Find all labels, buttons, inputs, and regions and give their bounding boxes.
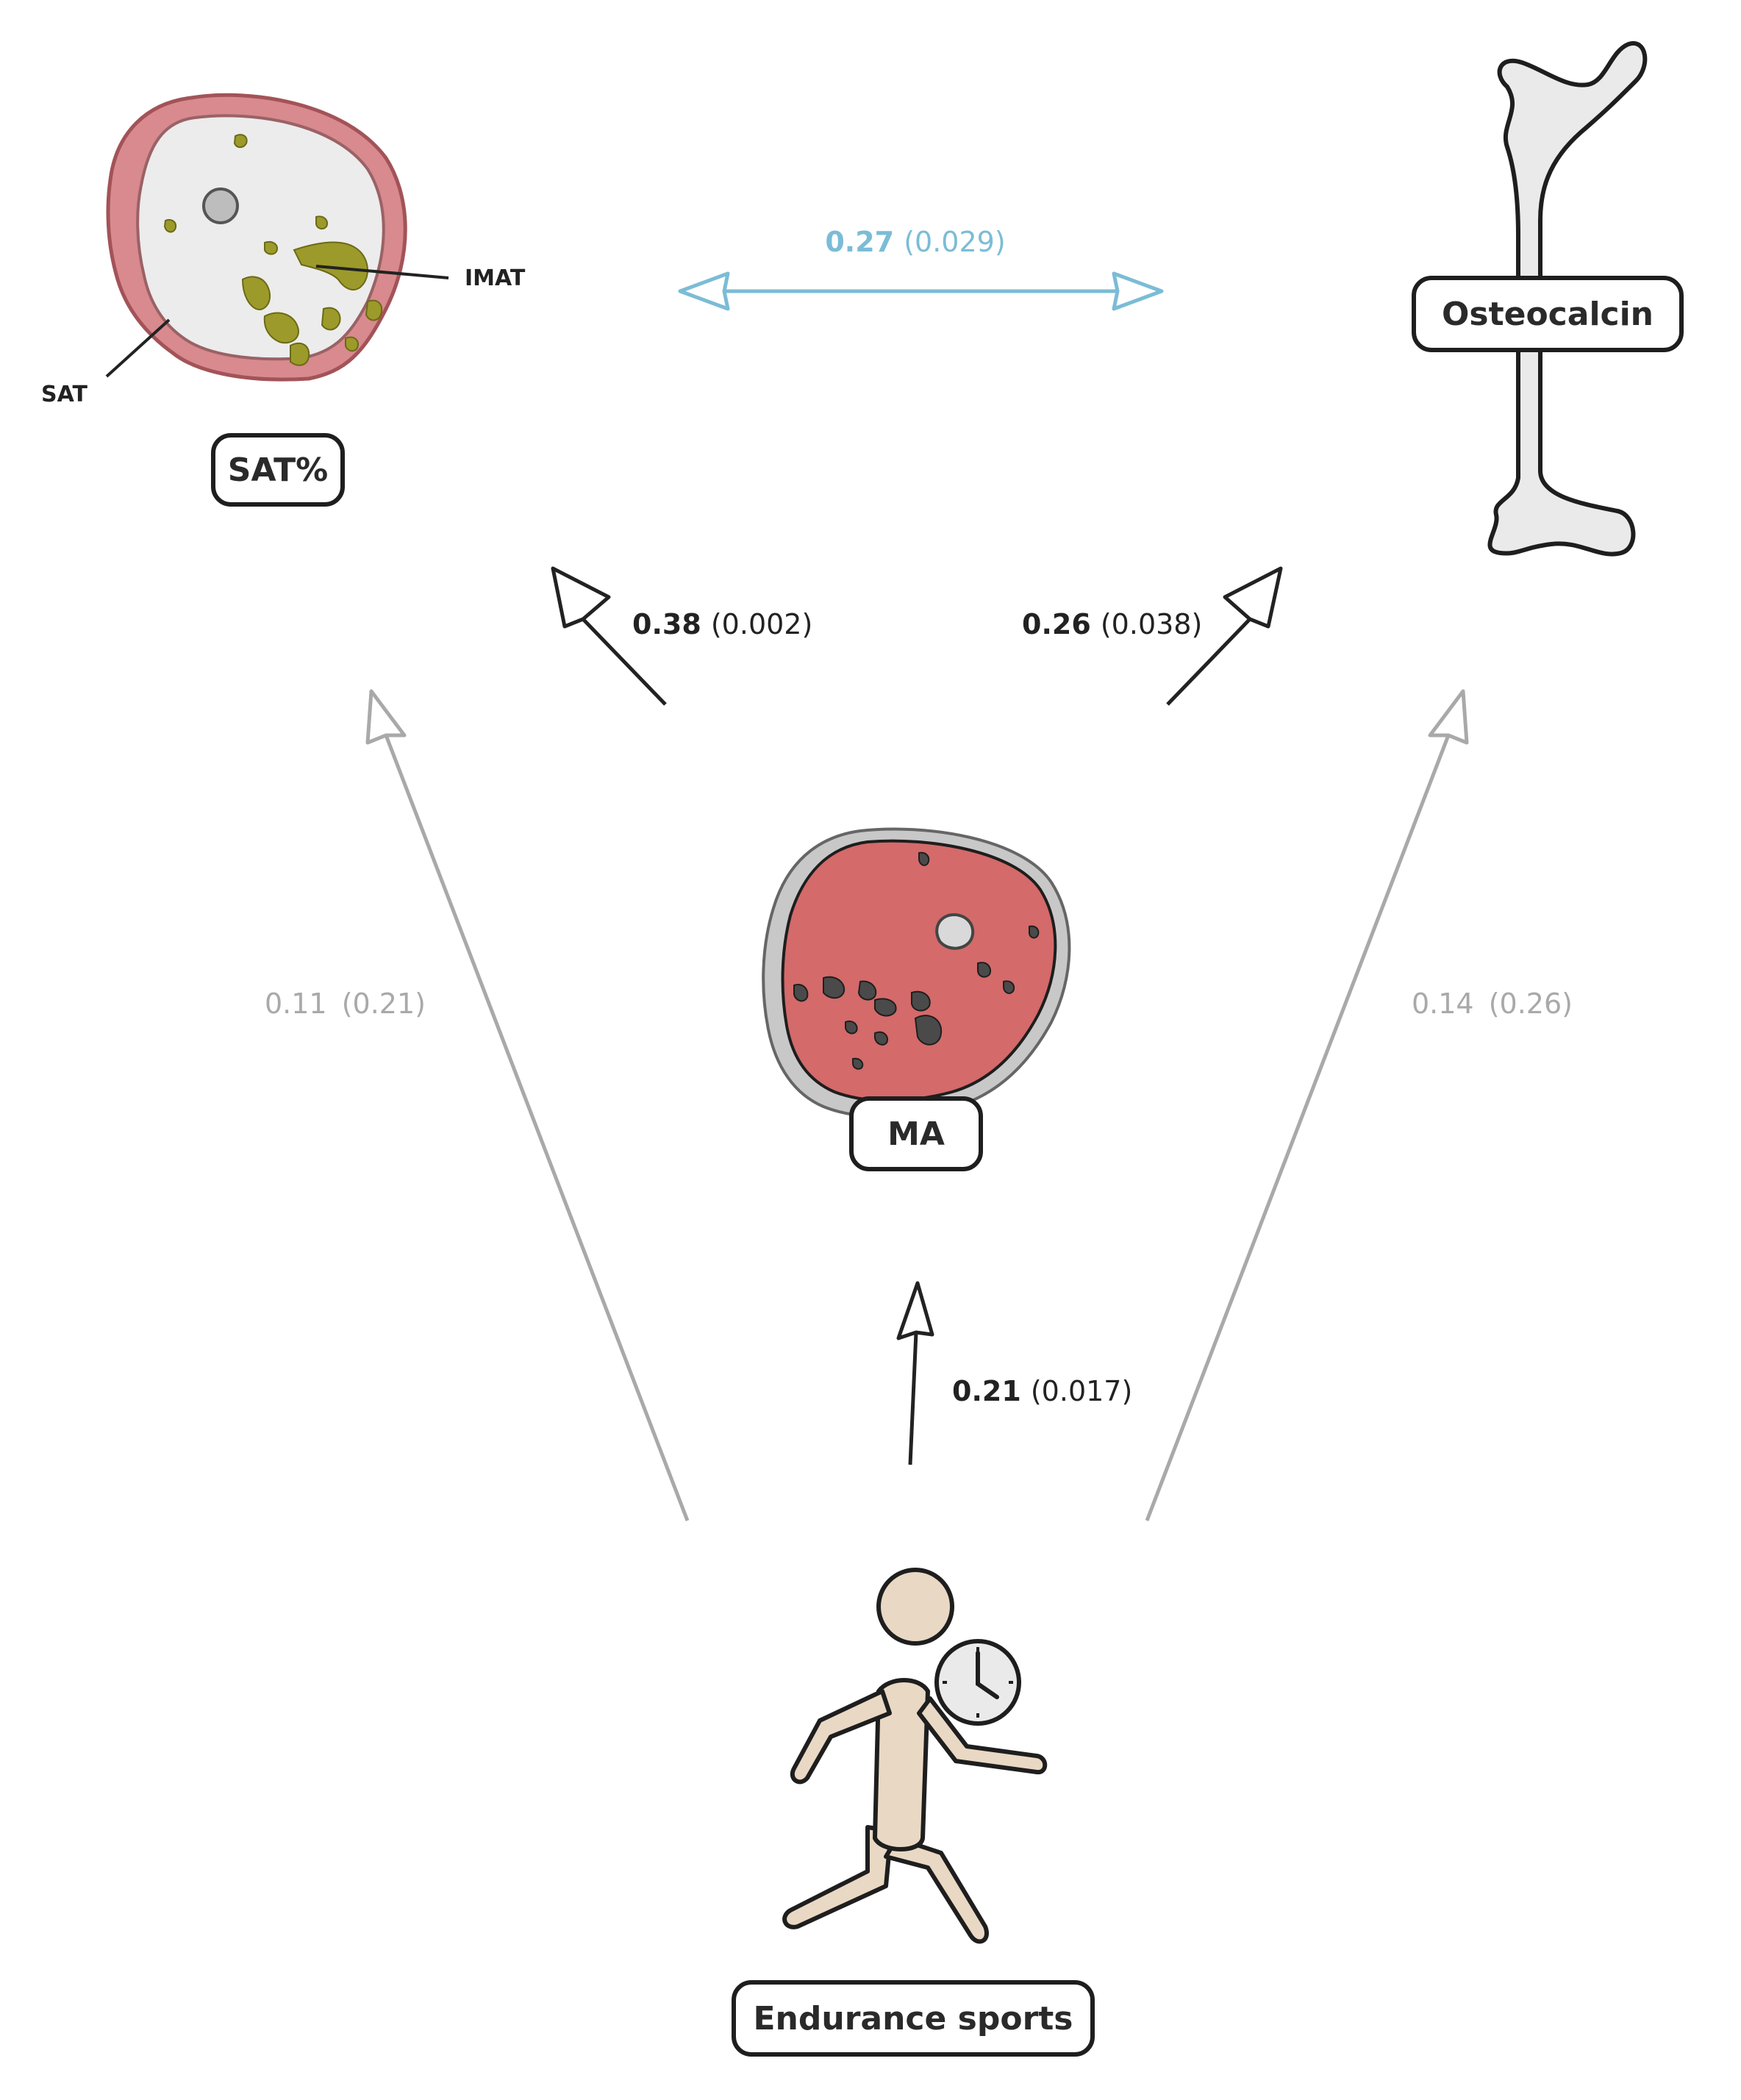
- correlation-arrow: [678, 271, 1164, 311]
- path-label-ma-sat: 0.38 (0.002): [632, 608, 812, 640]
- arrow-ma-to-osteocalcin: [1166, 566, 1283, 706]
- sat-node-label: SAT%: [228, 451, 328, 489]
- path-label-endurance-osteocalcin: 0.14 (0.26): [1412, 988, 1573, 1020]
- arrow-endurance-to-osteocalcin: [1145, 689, 1469, 1521]
- sat-node-box: SAT%: [211, 433, 345, 507]
- path-label-ma-osteocalcin: 0.26 (0.038): [1022, 608, 1202, 640]
- femur-bone-icon: [1487, 40, 1648, 557]
- endurance-node-box: Endurance sports: [732, 1980, 1095, 2057]
- arrow-ma-to-sat: [551, 566, 667, 706]
- osteocalcin-node-box: Osteocalcin: [1412, 276, 1684, 352]
- thigh-cross-section-fat-icon: [105, 93, 449, 382]
- ma-node-label: MA: [887, 1115, 945, 1153]
- clock-icon: [934, 1639, 1021, 1726]
- arrow-endurance-to-sat: [365, 689, 690, 1521]
- osteocalcin-node-label: Osteocalcin: [1442, 296, 1654, 333]
- path-label-endurance-ma: 0.21 (0.017): [952, 1375, 1132, 1407]
- arrow-endurance-to-ma: [896, 1281, 934, 1465]
- path-label-sat-osteocalcin: 0.27 (0.029): [825, 226, 1005, 258]
- path-label-endurance-sat: 0.11 (0.21): [265, 988, 426, 1020]
- sat-annotation: SAT: [41, 382, 87, 407]
- ma-node-box: MA: [849, 1096, 983, 1171]
- runner-icon: [782, 1568, 1048, 1944]
- imat-annotation: IMAT: [465, 265, 526, 291]
- thigh-cross-section-muscle-icon: [762, 827, 1071, 1118]
- endurance-node-label: Endurance sports: [754, 2000, 1073, 2038]
